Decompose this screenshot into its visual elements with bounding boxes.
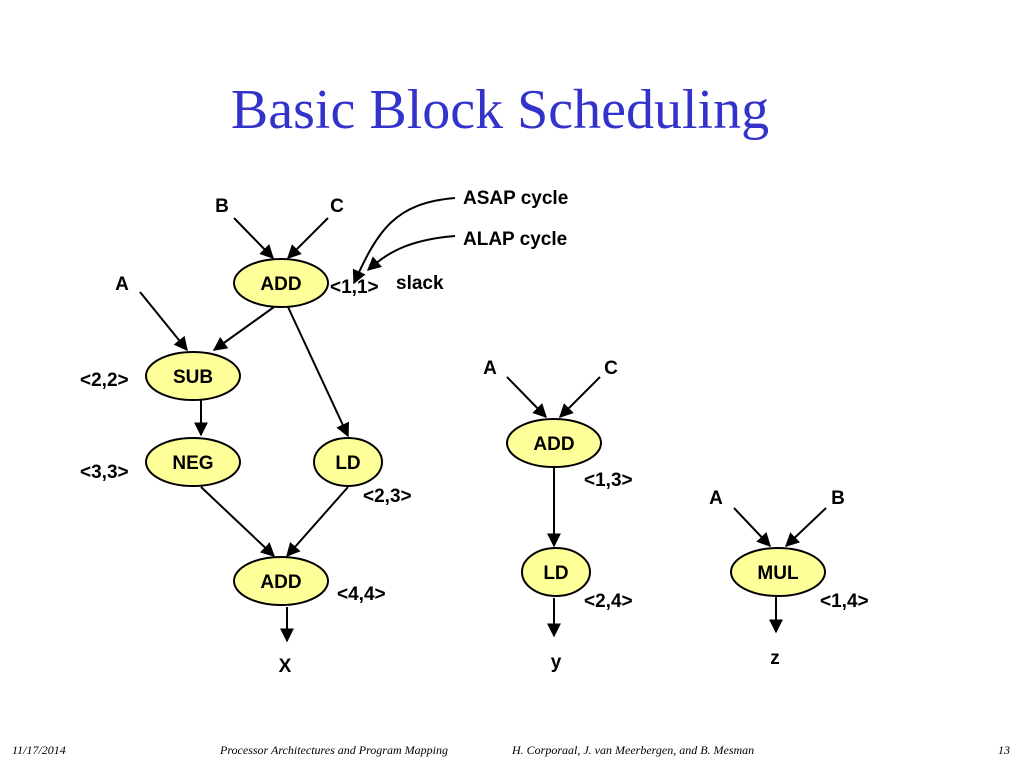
annotation-arrows xyxy=(352,197,456,285)
footer-date: 11/17/2014 xyxy=(12,743,66,757)
graph1-labels: B C A <1,1> slack ASAP cycle ALAP cycle … xyxy=(80,188,568,677)
node-ld-range: <2,3> xyxy=(363,486,412,507)
edge-add-to-sub xyxy=(212,306,275,351)
slide-title: Basic Block Scheduling xyxy=(230,79,770,141)
asap-cycle-label: ASAP cycle xyxy=(463,188,568,209)
node-add-top-range: <1,1> xyxy=(330,277,379,298)
alap-pointer-arrow xyxy=(366,235,456,271)
graph1-output-x: X xyxy=(279,656,292,677)
node-sub-range: <2,2> xyxy=(80,370,129,391)
graph1-input-a: A xyxy=(115,274,129,295)
graph1-nodes: ADD SUB NEG LD ADD xyxy=(145,258,383,606)
node-neg-range: <3,3> xyxy=(80,462,129,483)
edge-ld-to-add xyxy=(286,486,349,558)
graph3-nodes: MUL xyxy=(730,547,826,597)
graph2-input-a: A xyxy=(483,358,497,379)
graph1-edges xyxy=(139,217,350,643)
node-add-2: ADD xyxy=(506,418,602,468)
node-ld-2-label: LD xyxy=(543,563,568,584)
node-ld-2: LD xyxy=(521,547,591,597)
edge-neg-to-add xyxy=(200,486,276,557)
node-neg-label: NEG xyxy=(172,453,213,474)
graph3-output-z: z xyxy=(770,648,780,669)
edge-c-to-add xyxy=(287,217,329,259)
edge-b-to-mul xyxy=(784,507,827,547)
node-add-bottom-label: ADD xyxy=(260,572,301,593)
alap-cycle-label: ALAP cycle xyxy=(463,229,567,250)
graph2-labels: A C <1,3> <2,4> y xyxy=(483,358,632,673)
node-sub: SUB xyxy=(145,351,241,401)
node-add-top-label: ADD xyxy=(260,274,301,295)
node-add-2-label: ADD xyxy=(533,434,574,455)
graph2-nodes: ADD LD xyxy=(506,418,602,597)
edge-a-to-add-2 xyxy=(506,376,547,419)
node-add-top: ADD xyxy=(233,258,329,308)
node-mul-label: MUL xyxy=(757,563,799,584)
graph3-input-b: B xyxy=(831,488,845,509)
node-mul-range: <1,4> xyxy=(820,591,869,612)
node-ld-label: LD xyxy=(335,453,360,474)
node-ld: LD xyxy=(313,437,383,487)
asap-pointer-arrow xyxy=(352,197,456,285)
graph3-labels: A B <1,4> z xyxy=(709,488,868,669)
graph2-input-c: C xyxy=(604,358,618,379)
edge-a-to-sub xyxy=(139,291,188,352)
edge-add-to-ld xyxy=(287,306,350,438)
graph1-input-b: B xyxy=(215,196,229,217)
slack-label: slack xyxy=(396,273,444,294)
footer-course: Processor Architectures and Program Mapp… xyxy=(220,743,448,757)
graph1-input-c: C xyxy=(330,196,344,217)
graph3-edges xyxy=(733,507,827,634)
edge-a-to-mul xyxy=(733,507,771,548)
graph3-input-a: A xyxy=(709,488,723,509)
node-sub-label: SUB xyxy=(173,367,213,388)
node-add-2-range: <1,3> xyxy=(584,470,633,491)
node-ld-2-range: <2,4> xyxy=(584,591,633,612)
edge-b-to-add xyxy=(233,217,274,260)
node-neg: NEG xyxy=(145,437,241,487)
node-add-bottom: ADD xyxy=(233,556,329,606)
node-add-bottom-range: <4,4> xyxy=(337,584,386,605)
footer-page-number: 13 xyxy=(998,743,1010,757)
footer-authors: H. Corporaal, J. van Meerbergen, and B. … xyxy=(512,743,755,757)
edge-c-to-add-2 xyxy=(559,376,601,418)
graph2-output-y: y xyxy=(551,652,562,673)
graph2-edges xyxy=(506,376,601,638)
node-mul: MUL xyxy=(730,547,826,597)
